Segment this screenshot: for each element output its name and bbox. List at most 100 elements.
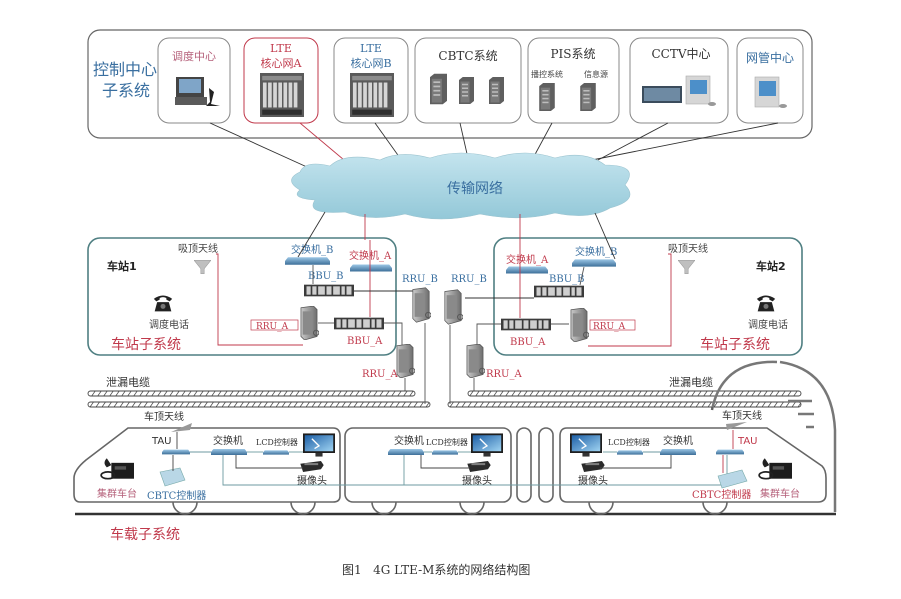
box-pis-system[interactable]: PIS系统 播控系统 信息源 — [527, 37, 620, 124]
control-center-subsystem: 控制中心 子系统 调度中心 LTE 核心网A LTE 核心网B — [87, 29, 813, 139]
station-2-bbu-a-label: BBU_A — [510, 337, 546, 348]
trunk-radio-left-label: 集群车台 — [97, 487, 137, 500]
car2-switch-icon — [388, 449, 424, 455]
rru-b-right-label: RRU_B — [451, 274, 487, 285]
box-lte-core-a[interactable]: LTE 核心网A — [243, 37, 319, 124]
station-1-rru-a-label-box — [250, 319, 299, 331]
station-2-phone-label: 调度电话 — [748, 318, 788, 331]
server-tower-icon — [580, 83, 596, 111]
car1-switch-label: 交换机 — [213, 434, 243, 447]
wheels — [172, 501, 728, 515]
station-1-frame — [87, 237, 397, 356]
control-to-transport-links — [209, 122, 779, 173]
car3-lcd-label: LCD控制器 — [608, 437, 650, 447]
leaky-cable-right-label: 泄漏电缆 — [669, 376, 713, 389]
lte-core-b-label-line2: 核心网B — [350, 56, 391, 70]
switch-b-icon — [285, 257, 330, 265]
rru-a-right-icon — [466, 344, 485, 378]
car2-camera-label: 摄像头 — [462, 474, 492, 487]
train-car-1 — [73, 427, 341, 503]
car3-switch-label: 交换机 — [663, 434, 693, 447]
station-1-bbu-a-label: BBU_A — [347, 336, 383, 347]
station-2-antenna-label: 吸顶天线 — [668, 242, 708, 255]
station-1-subsystem-label: 车站子系统 — [111, 336, 181, 353]
server-tower-icon — [539, 83, 555, 111]
computer-icon — [754, 76, 787, 108]
rru-b-right-icon — [444, 289, 463, 325]
bbu-b-icon — [534, 285, 584, 298]
car3-switch-icon — [660, 449, 696, 455]
station-2-bbu-b-label: BBU_B — [549, 274, 584, 285]
dispatch-phone-icon — [756, 295, 776, 312]
station-2-rru-a-label: RRU_A — [593, 322, 626, 332]
figure-caption: 图1 4G LTE-M系统的网络结构图 — [342, 562, 530, 577]
station-2-switch-b-label: 交换机_B — [575, 245, 617, 258]
station-2-subsystem-label: 车站子系统 — [700, 336, 770, 353]
cbtc-system-label: CBTC系统 — [438, 49, 497, 63]
car2-wiring — [403, 451, 471, 485]
train-car-3 — [559, 427, 827, 503]
station-1-subsystem: 车站1 吸顶天线 调度电话 车站子系统 交换机_B 交换机_A BBU_B BB… — [87, 211, 425, 356]
tau-right-icon — [716, 449, 744, 455]
transport-network-label: 传输网络 — [447, 181, 503, 197]
leaky-cable-right-upper — [467, 390, 802, 397]
dispatch-phone-icon — [153, 295, 173, 312]
box-dispatch-center[interactable]: 调度中心 — [157, 37, 231, 124]
box-nms-center[interactable]: 网管中心 — [736, 37, 804, 124]
server-rack-icon — [260, 73, 304, 117]
cbtc-controller-left-label: CBTC控制器 — [147, 489, 206, 502]
tunnel-portal — [710, 360, 837, 512]
bbu-b-icon — [304, 284, 354, 297]
server-tower-icon — [430, 73, 447, 105]
leaky-cable-right-lower — [447, 401, 802, 408]
station-1-phone-label: 调度电话 — [149, 318, 189, 331]
car1-lcd-controller-icon — [263, 450, 289, 455]
tau-left-label: TAU — [151, 436, 172, 447]
box-cctv-center[interactable]: CCTV中心 — [629, 37, 729, 124]
car1-camera-label: 摄像头 — [297, 474, 327, 487]
station-1-name: 车站1 — [107, 259, 137, 273]
roof-antenna-left-icon — [171, 423, 192, 432]
car3-wiring — [600, 407, 734, 473]
train-car-2 — [344, 427, 512, 503]
tau-left-icon — [162, 449, 190, 455]
car2-switch-label: 交换机 — [394, 434, 424, 447]
station-2-subsystem: 车站2 吸顶天线 调度电话 车站子系统 交换机_A 交换机_B BBU_B BB… — [465, 212, 803, 356]
station-2-switch-a-label: 交换机_A — [506, 253, 549, 266]
nms-center-label: 网管中心 — [746, 50, 794, 65]
control-center-title-line2: 子系统 — [102, 81, 150, 100]
video-wall-icon — [642, 86, 682, 103]
onboard-subsystem-label: 车载子系统 — [110, 526, 180, 543]
control-center-frame — [87, 29, 813, 139]
computer-icon — [685, 75, 716, 106]
box-cbtc-system[interactable]: CBTC系统 — [414, 37, 522, 124]
tau-right-label: TAU — [737, 436, 758, 447]
station-2-rru-a-label-box — [589, 319, 636, 331]
bbu-a-icon — [501, 318, 551, 331]
rru-a-icon — [300, 306, 319, 340]
leaky-cables: 泄漏电缆 泄漏电缆 — [87, 376, 802, 408]
gangway-2 — [538, 427, 554, 503]
switch-a-icon — [350, 264, 392, 272]
rru-b-left-icon — [412, 287, 431, 323]
pis-info-source-label: 信息源 — [584, 69, 608, 79]
dispatch-center-label: 调度中心 — [172, 49, 216, 63]
server-rack-icon — [350, 73, 394, 117]
leaky-cable-left-upper — [87, 390, 416, 397]
lte-core-a-label-line1: LTE — [270, 42, 292, 55]
workstation-icon — [175, 77, 220, 106]
cbtc-controller-right-icon — [717, 469, 748, 489]
rru-a-left-label: RRU_A — [362, 369, 398, 380]
bbu-a-icon — [334, 317, 384, 330]
box-lte-core-b[interactable]: LTE 核心网B — [333, 37, 409, 124]
onboard-subsystem: 车顶天线 TAU 交换机 LCD控制器 摄像头 集群车台 CBTC控制器 交换机… — [73, 407, 836, 543]
rru-a-left-icon — [396, 344, 415, 378]
switch-b-icon — [572, 259, 616, 267]
car2-lcd-controller-icon — [432, 450, 458, 455]
station-1-rru-a-label: RRU_A — [256, 322, 289, 332]
car2-lcd-label: LCD控制器 — [426, 437, 468, 447]
gangway-1 — [516, 427, 532, 503]
lte-core-a-label-line2: 核心网A — [261, 56, 303, 70]
car1-switch-icon — [211, 449, 247, 455]
